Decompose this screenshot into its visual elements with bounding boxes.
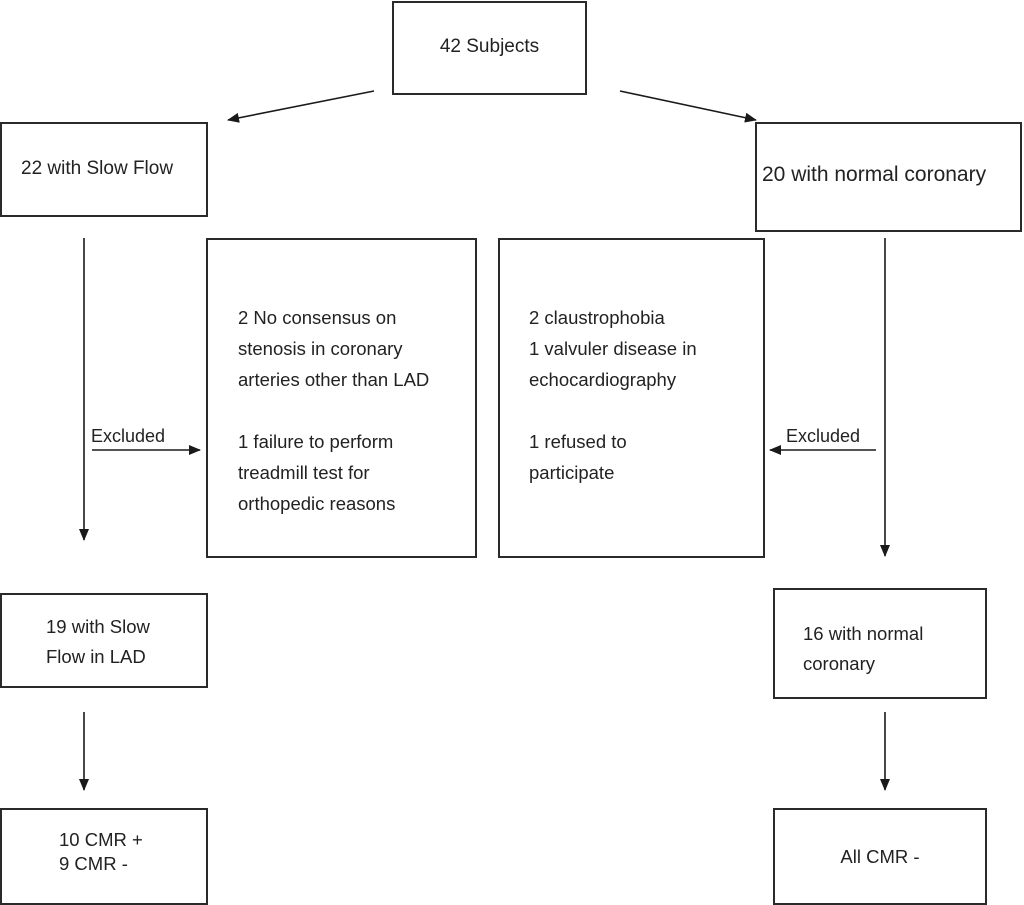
node-normal-16: [773, 588, 987, 699]
node-root: [392, 1, 587, 95]
node-cmr-right-label: All CMR -: [840, 846, 920, 867]
node-root-label: 42 Subjects: [439, 36, 540, 57]
node-normal-label: 20 with normal coronary: [762, 163, 987, 186]
node-slow-flow-lad: [0, 593, 208, 688]
node-slow-flow-label: 22 with Slow Flow: [21, 158, 174, 179]
arrow-root-to-slow-flow: [227, 90, 375, 123]
node-normal: [755, 122, 1022, 232]
node-exclusion-right-text: 2 claustrophobia 1 valvuler disease in e…: [529, 307, 697, 483]
node-cmr-left-label: 10 CMR + 9 CMR -: [59, 829, 143, 874]
node-exclusion-right: [498, 238, 765, 558]
node-exclusion-left-text: 2 No consensus on stenosis in coronary a…: [238, 307, 430, 514]
edge-label-excluded-right: Excluded: [786, 426, 861, 446]
node-cmr-right: [773, 808, 987, 905]
node-exclusion-left: [206, 238, 477, 558]
arrow-root-to-normal: [619, 90, 757, 123]
node-slow-flow-lad-label: 19 with Slow Flow in LAD: [46, 616, 150, 667]
node-normal-16-label: 16 with normal coronary: [803, 623, 924, 674]
edge-label-excluded-left: Excluded: [91, 426, 166, 446]
node-cmr-left: [0, 808, 208, 905]
node-slow-flow: [0, 122, 208, 217]
